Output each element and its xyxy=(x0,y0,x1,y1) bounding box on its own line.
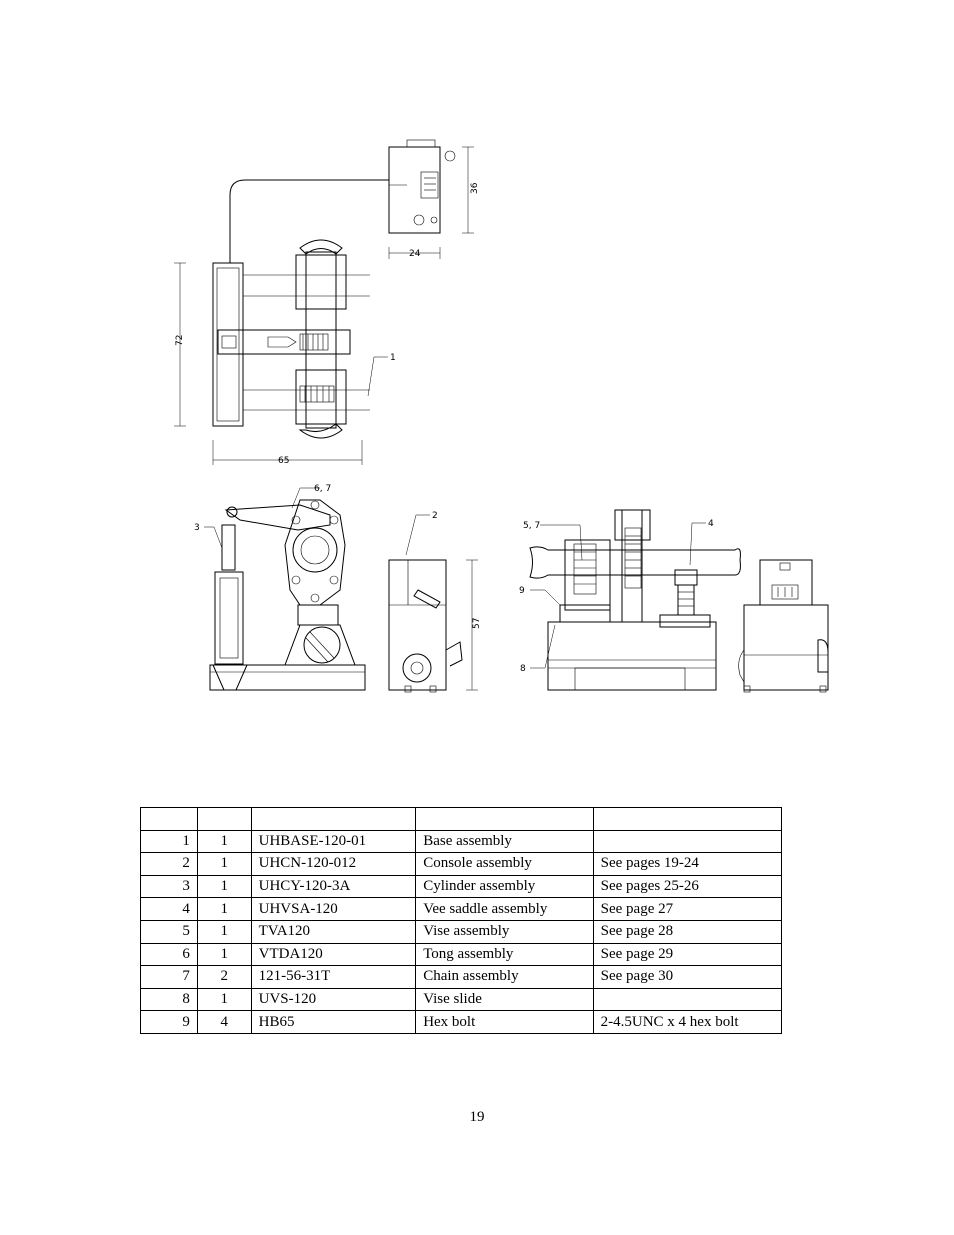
description-cell: Vise assembly xyxy=(415,919,594,944)
item-cell: 1 xyxy=(140,829,198,854)
item-cell: 2 xyxy=(140,852,198,876)
qty-cell: 1 xyxy=(196,987,252,1012)
callout-8: 8 xyxy=(520,664,526,674)
header-cell xyxy=(415,807,594,831)
item-cell: 5 xyxy=(140,919,198,944)
table-row: 5 1 TVA120 Vise assembly See page 28 xyxy=(140,919,783,944)
qty-cell: 1 xyxy=(196,919,252,944)
part-number-cell: TVA120 xyxy=(250,919,417,944)
notes-cell xyxy=(592,987,783,1012)
dim-machine-length: 72 xyxy=(175,335,185,346)
part-number-cell: UHBASE-120-01 xyxy=(250,829,417,854)
assembly-drawing: 36 24 1 xyxy=(174,139,829,693)
header-cell xyxy=(250,807,417,831)
qty-cell: 1 xyxy=(196,942,252,967)
callout-6-7: 6, 7 xyxy=(314,484,331,494)
description-cell: Tong assembly xyxy=(415,942,594,967)
callout-3: 3 xyxy=(194,523,200,533)
callout-1: 1 xyxy=(390,353,396,363)
table-row: 2 1 UHCN-120-012 Console assembly See pa… xyxy=(140,852,783,876)
header-cell xyxy=(140,807,198,831)
dim-machine-height: 57 xyxy=(472,618,482,629)
part-number-cell: UVS-120 xyxy=(250,987,417,1012)
table-row: 6 1 VTDA120 Tong assembly See page 29 xyxy=(140,942,783,967)
dim-machine-width: 65 xyxy=(278,456,289,466)
item-cell: 4 xyxy=(140,897,198,921)
callout-9: 9 xyxy=(519,586,525,596)
table-row: 1 1 UHBASE-120-01 Base assembly xyxy=(140,829,783,854)
description-cell: Hex bolt xyxy=(415,1010,594,1034)
description-cell: Base assembly xyxy=(415,829,594,854)
parts-table: 1 1 UHBASE-120-01 Base assembly 2 1 UHCN… xyxy=(140,807,783,1034)
front-view: 5, 7 4 9 8 xyxy=(519,509,741,691)
notes-cell: See pages 19-24 xyxy=(592,852,783,876)
description-cell: Cylinder assembly xyxy=(415,874,594,899)
qty-cell: 1 xyxy=(196,829,252,854)
table-row: 9 4 HB65 Hex bolt 2-4.5UNC x 4 hex bolt xyxy=(140,1010,783,1034)
notes-cell: See page 30 xyxy=(592,965,783,989)
item-cell: 6 xyxy=(140,942,198,967)
dim-console-height: 36 xyxy=(470,182,480,194)
assembly-drawing-svg: 36 24 1 xyxy=(174,139,829,693)
table-row: 4 1 UHVSA-120 Vee saddle assembly See pa… xyxy=(140,897,783,921)
header-cell xyxy=(592,807,783,831)
part-number-cell: UHCN-120-012 xyxy=(250,852,417,876)
callout-2: 2 xyxy=(432,511,438,521)
part-number-cell: HB65 xyxy=(250,1010,417,1034)
description-cell: Vise slide xyxy=(415,987,594,1012)
qty-cell: 1 xyxy=(196,852,252,876)
notes-cell: See page 27 xyxy=(592,897,783,921)
description-cell: Chain assembly xyxy=(415,965,594,989)
item-cell: 3 xyxy=(140,874,198,899)
description-cell: Console assembly xyxy=(415,852,594,876)
table-row: 8 1 UVS-120 Vise slide xyxy=(140,987,783,1012)
qty-cell: 4 xyxy=(196,1010,252,1034)
item-cell: 8 xyxy=(140,987,198,1012)
notes-cell: 2-4.5UNC x 4 hex bolt xyxy=(592,1010,783,1034)
part-number-cell: 121-56-31T xyxy=(250,965,417,989)
part-number-cell: UHCY-120-3A xyxy=(250,874,417,899)
qty-cell: 2 xyxy=(196,965,252,989)
table-header-row xyxy=(140,807,783,831)
top-view: 36 24 1 xyxy=(174,139,480,466)
item-cell: 9 xyxy=(140,1010,198,1034)
qty-cell: 1 xyxy=(196,874,252,899)
callout-5-7: 5, 7 xyxy=(523,521,540,531)
header-cell xyxy=(196,807,252,831)
console-end-view xyxy=(738,559,829,693)
page-number: 19 xyxy=(469,1109,485,1125)
dim-console-width: 24 xyxy=(409,249,421,259)
notes-cell: See pages 25-26 xyxy=(592,874,783,899)
table-row: 7 2 121-56-31T Chain assembly See page 3… xyxy=(140,965,783,989)
notes-cell: See page 28 xyxy=(592,919,783,944)
notes-cell xyxy=(592,829,783,854)
side-view: 6, 7 3 xyxy=(194,484,366,691)
item-cell: 7 xyxy=(140,965,198,989)
part-number-cell: VTDA120 xyxy=(250,942,417,967)
description-cell: Vee saddle assembly xyxy=(415,897,594,921)
callout-4: 4 xyxy=(708,519,714,529)
qty-cell: 1 xyxy=(196,897,252,921)
table-row: 3 1 UHCY-120-3A Cylinder assembly See pa… xyxy=(140,874,783,899)
notes-cell: See page 29 xyxy=(592,942,783,967)
part-number-cell: UHVSA-120 xyxy=(250,897,417,921)
end-view: 2 57 xyxy=(388,511,482,693)
